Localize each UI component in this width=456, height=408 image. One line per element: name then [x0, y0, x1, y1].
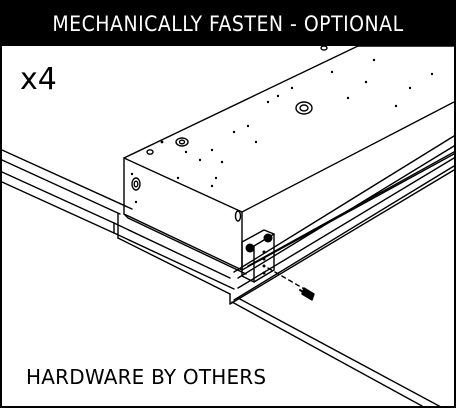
- screw: [299, 287, 315, 301]
- ceiling-grid-rail: [2, 149, 235, 305]
- ceiling-tile: [231, 297, 441, 406]
- ceiling-grid-rail-right: [229, 135, 454, 305]
- mounting-clip: [241, 229, 275, 283]
- fixture-housing: [123, 45, 454, 275]
- quantity-label: x4: [20, 62, 57, 97]
- screw-path: [267, 267, 307, 291]
- hardware-note: HARDWARE BY OTHERS: [26, 365, 267, 389]
- section-header: MECHANICALLY FASTEN - OPTIONAL: [2, 2, 454, 46]
